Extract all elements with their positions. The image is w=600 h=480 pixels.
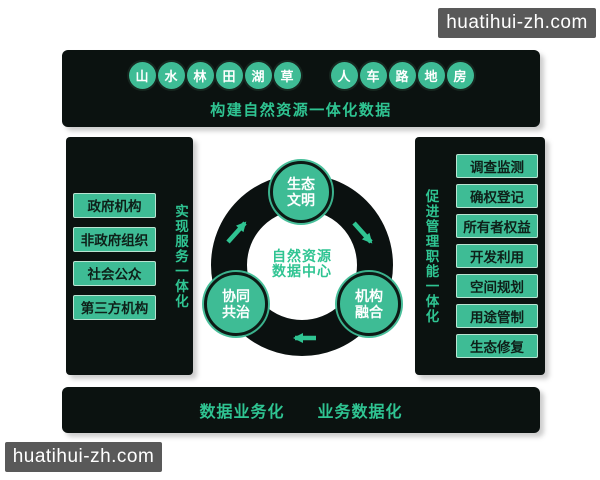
watermark-text: huatihui-zh.com bbox=[12, 446, 155, 467]
function-pill-column: 调查监测 确权登记 所有者权益 开发利用 空间规划 用途管制 生态修复 bbox=[456, 154, 538, 358]
circle-lake: 湖 bbox=[244, 62, 272, 89]
circle-mountain: 山 bbox=[128, 62, 156, 89]
node-label-line: 协同 bbox=[222, 287, 250, 304]
circle-house: 房 bbox=[446, 62, 474, 89]
arrow-top-to-right-icon bbox=[352, 221, 373, 244]
pill-third-party: 第三方机构 bbox=[73, 294, 156, 320]
service-pill-column: 政府机构 非政府组织 社会公众 第三方机构 bbox=[73, 192, 156, 320]
circle-people: 人 bbox=[330, 62, 358, 89]
pill-owner-rights: 所有者权益 bbox=[456, 214, 538, 238]
node-institution-integration: 机构 融合 bbox=[337, 272, 401, 336]
circle-field: 田 bbox=[215, 62, 243, 89]
pill-public: 社会公众 bbox=[73, 260, 156, 286]
bottom-panel-slogans: 数据业务化 业务数据化 bbox=[62, 387, 540, 433]
hub-data-center-label: 自然资源 数据中心 bbox=[252, 249, 352, 281]
pill-development-use: 开发利用 bbox=[456, 244, 538, 268]
node-label-line: 生态 bbox=[287, 175, 315, 192]
pill-government: 政府机构 bbox=[73, 192, 156, 218]
node-label-line: 融合 bbox=[355, 304, 383, 320]
left-vertical-label: 实现服务一体化 bbox=[173, 203, 188, 309]
pill-eco-restoration: 生态修复 bbox=[456, 334, 538, 358]
circle-forest: 林 bbox=[186, 62, 214, 89]
node-collaborative-governance: 协同 共治 bbox=[204, 272, 268, 336]
label-data-to-business: 数据业务化 bbox=[199, 404, 285, 421]
watermark-text: huatihui-zh.com bbox=[446, 12, 588, 33]
node-label-line: 共治 bbox=[222, 304, 250, 320]
circle-water: 水 bbox=[157, 62, 185, 89]
node-ecological-civilization: 生态 文明 bbox=[270, 161, 332, 223]
resource-circles-row: 山 水 林 田 湖 草 人 车 路 地 房 bbox=[128, 62, 474, 89]
left-panel-service: 政府机构 非政府组织 社会公众 第三方机构 实现服务一体化 bbox=[66, 137, 193, 375]
watermark-bottom: huatihui-zh.com bbox=[5, 442, 162, 472]
pill-survey-monitoring: 调查监测 bbox=[456, 154, 538, 178]
circle-land: 地 bbox=[417, 62, 445, 89]
natural-elements-group: 山 水 林 田 湖 草 bbox=[128, 62, 301, 89]
circle-grass: 草 bbox=[273, 62, 301, 89]
top-panel-resources: 山 水 林 田 湖 草 人 车 路 地 房 构建自然资源一体化数据 bbox=[62, 50, 540, 127]
right-vertical-label: 促进管理职能一体化 bbox=[423, 188, 439, 324]
pill-use-control: 用途管制 bbox=[456, 304, 538, 328]
pill-spatial-planning: 空间规划 bbox=[456, 274, 538, 298]
circle-road: 路 bbox=[388, 62, 416, 89]
circle-vehicle: 车 bbox=[359, 62, 387, 89]
node-label-line: 文明 bbox=[287, 192, 315, 208]
human-elements-group: 人 车 路 地 房 bbox=[330, 62, 474, 89]
top-panel-caption: 构建自然资源一体化数据 bbox=[210, 102, 392, 119]
pill-ngo: 非政府组织 bbox=[73, 226, 156, 252]
watermark-top: huatihui-zh.com bbox=[438, 8, 596, 38]
pill-right-registration: 确权登记 bbox=[456, 184, 538, 208]
node-label-line: 机构 bbox=[355, 287, 383, 304]
hub-label-line: 自然资源 bbox=[272, 248, 332, 264]
center-cycle-diagram: 生态 文明 协同 共治 机构 融合 自然资源 数据中心 bbox=[195, 145, 410, 360]
label-business-to-data: 业务数据化 bbox=[317, 404, 403, 421]
arrow-left-to-top-icon bbox=[226, 221, 247, 244]
right-panel-management: 促进管理职能一体化 调查监测 确权登记 所有者权益 开发利用 空间规划 用途管制… bbox=[415, 137, 545, 375]
hub-label-line: 数据中心 bbox=[272, 263, 332, 279]
